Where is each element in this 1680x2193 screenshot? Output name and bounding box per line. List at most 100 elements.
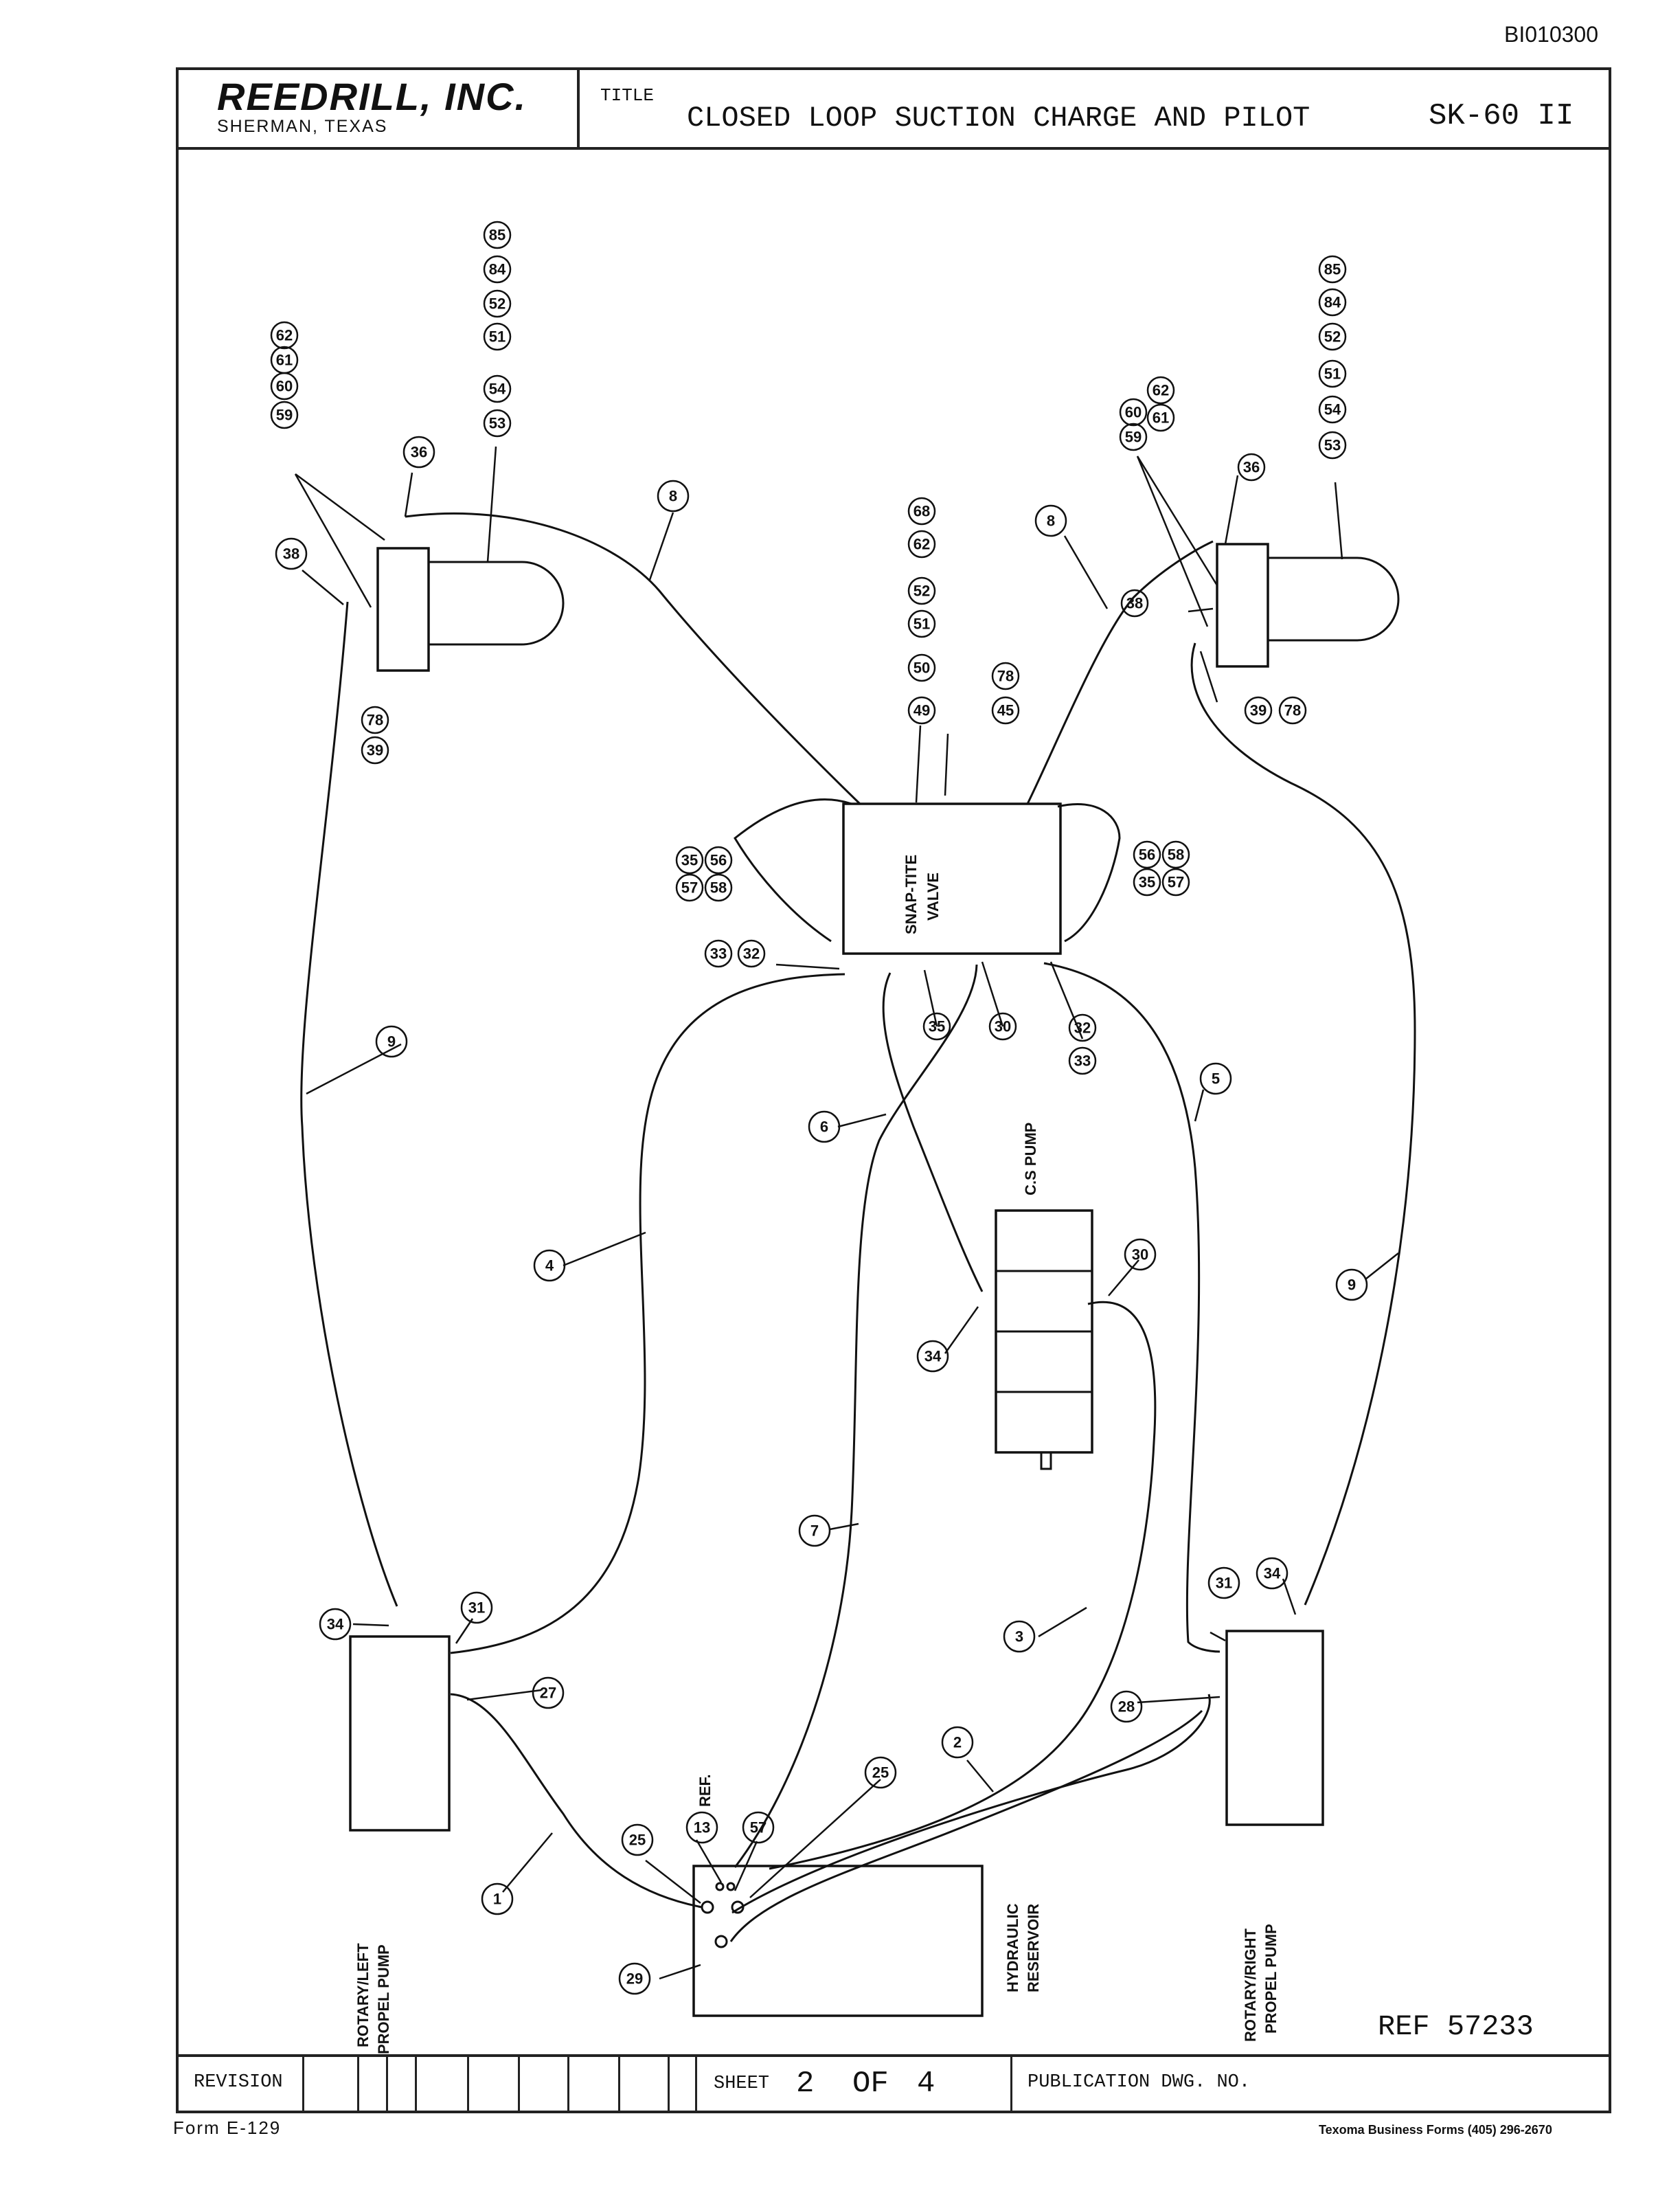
callout-circle xyxy=(532,1676,565,1709)
callout-number: 39 xyxy=(367,742,383,759)
drawing-frame: REEDRILL, INC. SHERMAN, TEXAS TITLE CLOS… xyxy=(176,67,1611,2113)
sheet-total: 4 xyxy=(917,2067,935,2101)
callout-circle xyxy=(907,696,936,725)
callout-circle xyxy=(481,1882,514,1915)
callout-number: 58 xyxy=(1168,846,1184,864)
callout-number: 2 xyxy=(953,1734,962,1751)
callout-number: 33 xyxy=(710,945,727,963)
callout-number: 85 xyxy=(489,227,506,244)
callout-number: 9 xyxy=(1348,1277,1356,1294)
callout-circle xyxy=(1244,696,1273,725)
callout-circle xyxy=(1146,376,1175,405)
callout-number: 31 xyxy=(1216,1575,1232,1592)
left-pump-label-2: PROPEL PUMP xyxy=(375,1944,392,2054)
callout-circle xyxy=(808,1110,841,1143)
callout-number: 59 xyxy=(276,407,293,424)
right-pump-label-1: ROTARY/RIGHT xyxy=(1242,1928,1259,2042)
callout-number: 6 xyxy=(820,1118,828,1136)
callout-circle xyxy=(1120,589,1149,618)
callout-circle xyxy=(361,706,389,734)
callout-number: 53 xyxy=(489,415,506,432)
callout-number: 56 xyxy=(1139,846,1155,864)
title-block: REEDRILL, INC. SHERMAN, TEXAS TITLE CLOS… xyxy=(179,70,1609,150)
right-propel-pump xyxy=(1225,1630,1324,1826)
callout-circle xyxy=(270,372,299,401)
callout-number: 57 xyxy=(1168,874,1184,891)
callout-circle xyxy=(657,480,690,513)
callout-circle xyxy=(1133,840,1161,869)
publication-label: PUBLICATION DWG. NO. xyxy=(1028,2072,1251,2093)
callout-number: 35 xyxy=(1139,874,1155,891)
callout-number: 36 xyxy=(411,444,427,461)
callout-circle xyxy=(402,436,435,469)
callout-number: 33 xyxy=(1074,1053,1091,1070)
callout-circle xyxy=(685,1811,718,1844)
callout-number: 62 xyxy=(276,327,293,344)
callout-number: 78 xyxy=(1284,702,1301,719)
callout-number: 32 xyxy=(1074,1020,1091,1037)
reservoir-label-1: HYDRAULIC xyxy=(1004,1903,1021,1992)
callout-number: 51 xyxy=(913,616,930,633)
callout-number: 84 xyxy=(489,261,506,278)
callout-number: 61 xyxy=(276,352,293,369)
callout-number: 51 xyxy=(1324,366,1341,383)
callout-number: 34 xyxy=(924,1348,942,1365)
company-cell: REEDRILL, INC. SHERMAN, TEXAS xyxy=(179,70,580,147)
left-motor xyxy=(376,547,565,672)
title-label: TITLE xyxy=(600,85,655,106)
company-name: REEDRILL, INC. xyxy=(217,75,527,118)
callout-number: 28 xyxy=(1118,1698,1135,1716)
callout-circle xyxy=(319,1608,352,1641)
callout-circle xyxy=(1068,1046,1097,1075)
callout-circle xyxy=(483,221,512,249)
callout-number: 36 xyxy=(1243,459,1260,476)
callout-circle xyxy=(1119,423,1148,451)
right-motor xyxy=(1216,543,1400,668)
callout-number: 27 xyxy=(540,1685,556,1702)
callout-circle xyxy=(1318,359,1347,388)
reservoir-label-2: RESERVOIR xyxy=(1025,1904,1042,1992)
revision-box xyxy=(490,2057,520,2111)
revision-box xyxy=(591,2057,620,2111)
callout-circle xyxy=(1034,504,1067,537)
callout-circle xyxy=(1110,1690,1143,1723)
document-id: BI010300 xyxy=(1504,22,1599,47)
model-number: SK-60 II xyxy=(1429,99,1574,133)
callout-number: 54 xyxy=(489,381,506,398)
callout-number: 8 xyxy=(669,488,677,505)
callout-number: 57 xyxy=(750,1819,767,1836)
callout-circle xyxy=(1256,1557,1289,1590)
revision-box xyxy=(440,2057,469,2111)
callout-number: 38 xyxy=(283,546,299,563)
callout-circle xyxy=(483,289,512,318)
footer-block: REVISION SHEET 2 OF 4 PUBLICATION DWG. N… xyxy=(179,2054,1609,2111)
snap-tite-label-1: SNAP-TITE xyxy=(903,855,920,934)
callout-number: 54 xyxy=(1324,401,1341,418)
callout-circle xyxy=(361,736,389,765)
ref-label: REF. xyxy=(696,1774,714,1807)
callout-circle xyxy=(941,1726,974,1759)
callout-circle xyxy=(704,873,733,902)
leader-lines xyxy=(294,446,1399,1980)
callout-number: 57 xyxy=(681,879,698,897)
callout-circle xyxy=(907,576,936,605)
callout-number: 30 xyxy=(995,1018,1011,1035)
cs-pump-label: C.S PUMP xyxy=(1022,1123,1039,1195)
callout-circle xyxy=(742,1811,775,1844)
callout-circle xyxy=(1237,453,1266,482)
callout-circle xyxy=(483,409,512,438)
callout-circle xyxy=(1318,288,1347,317)
callout-numbers: 62 61 60 59 36 38 78 39 85 84 52 51 54 5… xyxy=(276,227,1356,1988)
callout-number: 25 xyxy=(872,1764,889,1781)
cs-pump xyxy=(995,1209,1093,1470)
hydraulic-reservoir xyxy=(692,1865,984,2017)
right-pump-label-2: PROPEL PUMP xyxy=(1262,1924,1280,2034)
callout-circle xyxy=(991,662,1020,690)
sheet-number: 2 xyxy=(796,2067,815,2101)
revision-box xyxy=(540,2057,569,2111)
callout-circle xyxy=(1278,696,1307,725)
callout-number: 52 xyxy=(913,583,930,600)
printer-credit: Texoma Business Forms (405) 296-2670 xyxy=(1319,2123,1552,2137)
sheet-cell: SHEET 2 OF 4 xyxy=(695,2057,1012,2111)
